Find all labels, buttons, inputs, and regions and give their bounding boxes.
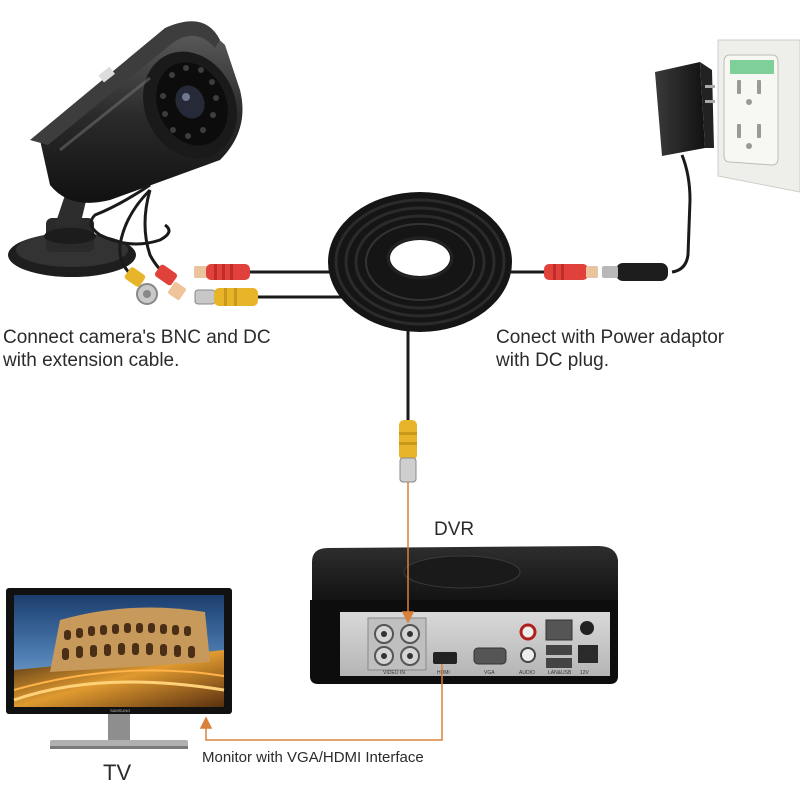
power-adaptor — [602, 62, 715, 281]
dvr-label: DVR — [434, 519, 475, 540]
tv-brand: SAMSUNG — [110, 708, 130, 713]
port-label-audio: AUDIO — [519, 670, 535, 676]
power-label-line-2: with DC plug. — [496, 350, 609, 372]
camera-connectors — [124, 264, 186, 305]
dvr-device: VIDEO IN HDMI VGA AUDIO LAN&USB 12V — [310, 546, 618, 684]
power-label-line-1: Conect with Power adaptor — [496, 327, 725, 348]
port-label-power: 12V — [580, 670, 590, 676]
tv-label: TV — [103, 760, 132, 785]
port-label-hdmi: HDMI — [437, 670, 450, 676]
camera-connection-label: Connect camera's BNC and DC with extensi… — [3, 326, 271, 372]
security-camera — [8, 21, 243, 277]
connection-arrows — [199, 482, 443, 741]
port-label-lan-usb: LAN&USB — [548, 670, 572, 676]
extension-cable — [194, 192, 598, 483]
port-label-video-in: VIDEO IN — [383, 670, 405, 676]
power-outlet — [717, 39, 800, 193]
tv-monitor: SAMSUNG — [6, 588, 232, 749]
power-connection-label: Conect with Power adaptor with DC plug. — [496, 326, 724, 372]
hdmi-to-tv-arrowhead — [199, 716, 213, 729]
port-label-vga: VGA — [484, 670, 495, 676]
camera-label-line-1: Connect camera's BNC and DC — [3, 327, 271, 348]
camera-label-line-2: with extension cable. — [3, 350, 180, 372]
bnc-to-dvr-arrowhead — [401, 611, 415, 624]
monitor-interface-label: Monitor with VGA/HDMI Interface — [202, 749, 424, 766]
hdmi-to-tv-line — [205, 664, 443, 741]
